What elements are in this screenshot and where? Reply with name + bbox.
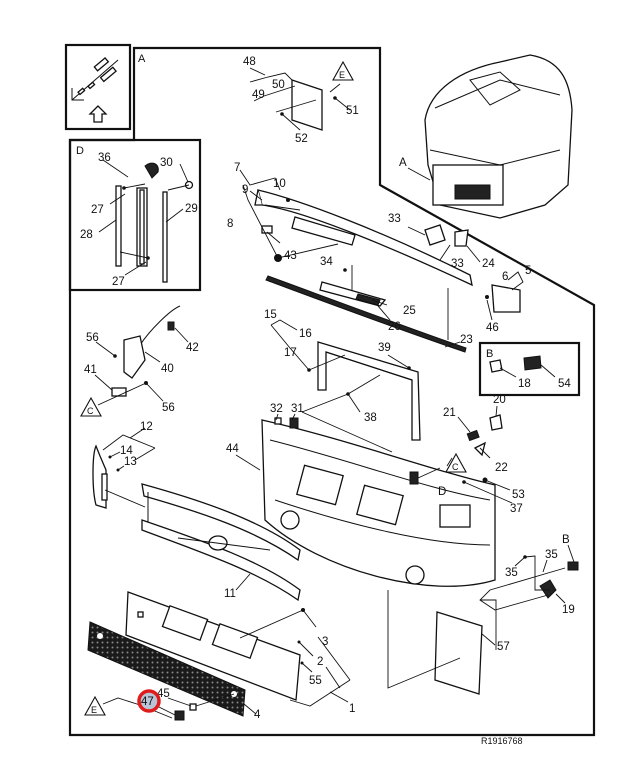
part-label-14: 14	[120, 445, 133, 457]
part-label-50: 50	[272, 79, 285, 91]
part-label-30: 30	[160, 157, 173, 169]
callout-c-right: C	[452, 462, 459, 472]
lower-panel-group: 3 2 55 1	[125, 591, 355, 715]
box-label-b: B	[486, 348, 493, 360]
part-label-4: 4	[254, 709, 261, 721]
callout-triangle-c-left	[80, 396, 102, 417]
part-label-18: 18	[518, 378, 531, 390]
part-label-20: 20	[493, 394, 506, 406]
part-label-33b: 33	[451, 258, 464, 270]
grille-frame-11: 11	[141, 483, 301, 602]
part-label-57: 57	[497, 641, 510, 653]
part-label-41: 41	[84, 364, 97, 376]
cab-illustration: A	[399, 54, 573, 219]
inset-box-d: D 36 30 27 29 28 27	[68, 138, 202, 292]
part-label-16: 16	[299, 328, 312, 340]
part-label-1: 1	[349, 703, 355, 715]
part-label-2: 2	[317, 656, 323, 668]
part-label-17: 17	[284, 347, 297, 359]
callout-d-right: D	[438, 486, 446, 498]
part-label-13: 13	[124, 456, 137, 468]
perforated-grille-4: 4	[87, 621, 261, 721]
part-label-29: 29	[185, 203, 198, 215]
part-label-32: 32	[270, 403, 283, 415]
part-label-6: 6	[502, 271, 508, 283]
part-label-27b: 27	[112, 276, 125, 288]
part-label-8: 8	[227, 218, 233, 230]
part-label-44: 44	[226, 443, 239, 455]
part-label-33a: 33	[388, 213, 401, 225]
part-label-27: 27	[91, 204, 104, 216]
orientation-icon	[71, 57, 119, 101]
part-group-48-52: 48 50 49 51 52 E	[243, 56, 359, 145]
part-label-3: 3	[322, 636, 328, 648]
part-label-10: 10	[273, 178, 286, 190]
part-label-23: 23	[460, 334, 473, 346]
right-parts-group: 20 21 22 53 37 35 35 19 B D C	[409, 394, 579, 650]
bracket-group: 15 16 17 39 38	[264, 309, 421, 453]
up-arrow-icon	[88, 105, 108, 123]
callout-e-bottom: E	[91, 705, 97, 715]
part-label-55: 55	[309, 675, 322, 687]
part-label-35a: 35	[505, 567, 518, 579]
part-label-12: 12	[140, 421, 153, 433]
panel-57: 57	[387, 590, 510, 695]
part-label-21: 21	[443, 407, 456, 419]
part-label-9: 9	[242, 184, 248, 196]
part-label-43: 43	[284, 250, 297, 262]
callout-a-cab: A	[399, 157, 407, 169]
bottom-left-parts: 45 E 47	[84, 688, 235, 721]
left-parts-group: 56 40 42 41 56 C	[80, 305, 199, 417]
part-label-42: 42	[186, 342, 199, 354]
part-label-15: 15	[264, 309, 277, 321]
upper-trim-group: 7 9 10 8 43 33 33 24 34 25 26 23 5 6 46	[227, 162, 531, 353]
part-label-11: 11	[224, 588, 236, 600]
box-label-d: D	[76, 145, 84, 157]
part-label-48: 48	[243, 56, 256, 68]
callout-e-top: E	[339, 70, 345, 80]
part-label-24: 24	[482, 258, 495, 270]
orientation-inset	[64, 43, 132, 131]
part-label-25: 25	[403, 305, 416, 317]
inset-box-b: B 18 54	[478, 341, 581, 397]
callout-b-right: B	[562, 534, 570, 546]
part-label-22: 22	[495, 462, 508, 474]
reference-code: R1916768	[481, 736, 523, 746]
highlighted-part-47-marker[interactable]	[137, 689, 161, 713]
part-label-34: 34	[320, 256, 333, 268]
part-label-45: 45	[157, 688, 170, 700]
part-label-31: 31	[291, 403, 304, 415]
part-label-36: 36	[98, 152, 111, 164]
part-label-52: 52	[295, 133, 308, 145]
part-label-54: 54	[558, 378, 571, 390]
part-label-37: 37	[510, 503, 523, 515]
part-label-40: 40	[161, 363, 174, 375]
part-label-35b: 35	[545, 549, 558, 561]
part-label-47[interactable]: 47	[141, 696, 154, 708]
part-label-49: 49	[252, 89, 265, 101]
part-label-7: 7	[234, 162, 240, 174]
box-label-a: A	[138, 53, 146, 65]
part-label-51: 51	[346, 105, 359, 117]
part-label-28: 28	[80, 229, 93, 241]
part-label-39: 39	[378, 342, 391, 354]
end-cap-group: 12 14 13	[92, 421, 156, 509]
part-label-56a: 56	[86, 332, 99, 344]
callout-triangle-c-right	[445, 452, 467, 473]
part-label-5: 5	[525, 265, 531, 277]
callout-triangle-e-bottom	[84, 695, 106, 716]
part-label-38: 38	[364, 412, 377, 424]
part-label-56b: 56	[162, 402, 175, 414]
part-label-19: 19	[562, 604, 575, 616]
callout-triangle-e-top	[332, 60, 354, 81]
part-label-46: 46	[486, 322, 499, 334]
front-panel-44: 44 32 31	[226, 403, 496, 587]
part-label-26: 26	[388, 321, 401, 333]
part-label-53: 53	[512, 489, 525, 501]
callout-c-left: C	[87, 406, 94, 416]
